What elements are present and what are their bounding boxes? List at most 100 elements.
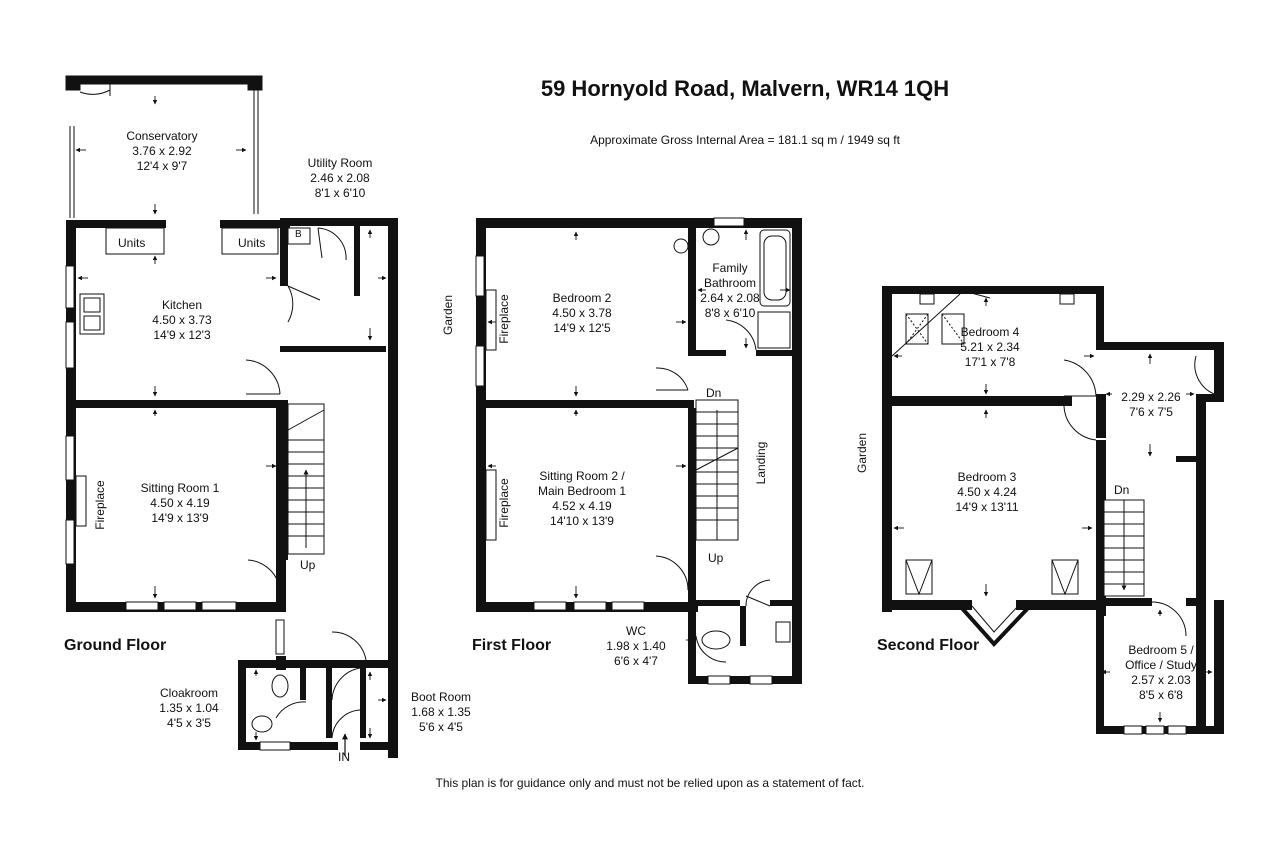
room-name: Family — [712, 261, 748, 275]
room-metric: 4.52 x 4.19 — [552, 499, 612, 513]
second-floor-plan — [882, 286, 1224, 735]
room-name: Bedroom 3 — [957, 470, 1017, 484]
room-imperial: 6'6 x 4'7 — [614, 654, 658, 668]
room-bedroom-2: Bedroom 2 4.50 x 3.78 14'9 x 12'5 — [524, 291, 640, 336]
room-unnamed-second: 2.29 x 2.26 7'6 x 7'5 — [1108, 390, 1194, 420]
room-metric: 1.35 x 1.04 — [159, 701, 219, 715]
second-floor-label: Second Floor — [877, 637, 980, 654]
conservatory-walls — [65, 75, 263, 218]
room-utility: Utility Room 2.46 x 2.08 8'1 x 6'10 — [290, 156, 390, 201]
room-metric: 2.64 x 2.08 — [700, 291, 760, 305]
ground-floor-stairs — [287, 403, 325, 555]
second-floor-stairs — [1103, 499, 1145, 597]
units-label-2: Units — [238, 236, 266, 250]
stairs-up-label-ground: Up — [300, 558, 316, 572]
room-name-2: Bathroom — [703, 276, 757, 290]
room-metric: 1.98 x 1.40 — [606, 639, 666, 653]
room-imperial: 8'5 x 6'8 — [1139, 688, 1183, 702]
first-floor-doors — [655, 319, 771, 663]
room-name: WC — [626, 624, 646, 638]
room-imperial: 14'9 x 13'11 — [955, 500, 1019, 514]
ground-floor-label: Ground Floor — [64, 637, 167, 654]
ground-dimension-arrows — [75, 96, 387, 741]
room-imperial: 14'9 x 13'9 — [151, 511, 209, 525]
disclaimer: This plan is for guidance only and must … — [435, 776, 865, 790]
fireplace-symbol-2 — [485, 469, 497, 541]
bedroom5-windows — [1123, 725, 1187, 735]
room-name: Cloakroom — [159, 686, 219, 700]
room-name: Sitting Room 2 / — [539, 469, 625, 483]
room-name: Conservatory — [126, 129, 198, 143]
room-imperial: 4'5 x 3'5 — [167, 716, 211, 730]
fireplace-label-first-2: Fireplace — [497, 478, 511, 528]
room-name: Bedroom 5 / — [1128, 643, 1194, 657]
first-floor-plan — [475, 217, 802, 685]
first-floor-stairs — [695, 399, 739, 541]
stairs-up-label-first: Up — [708, 551, 724, 565]
room-metric: 1.68 x 1.35 — [411, 705, 471, 719]
room-imperial: 17'1 x 7'8 — [964, 355, 1016, 369]
room-metric: 4.50 x 4.24 — [957, 485, 1017, 499]
fireplace-label-first-1: Fireplace — [497, 294, 511, 344]
room-bedroom-4: Bedroom 4 5.21 x 2.34 17'1 x 7'8 — [944, 325, 1036, 370]
property-address-title: 59 Hornyold Road, Malvern, WR14 1QH — [540, 76, 950, 101]
room-name: Sitting Room 1 — [140, 481, 220, 495]
room-metric: 4.50 x 4.19 — [150, 496, 210, 510]
stairs-dn-label-first: Dn — [706, 386, 722, 400]
room-metric: 5.21 x 2.34 — [960, 340, 1020, 354]
fireplace-symbol — [75, 475, 87, 527]
units-box-2 — [221, 227, 279, 255]
room-conservatory: Conservatory 3.76 x 2.92 12'4 x 9'7 — [104, 129, 220, 174]
room-imperial: 7'6 x 7'5 — [1129, 405, 1173, 419]
garden-label-second: Garden — [855, 432, 869, 474]
room-metric: 2.57 x 2.03 — [1131, 673, 1191, 687]
ground-floor-doors — [245, 227, 367, 739]
room-cloakroom: Cloakroom 1.35 x 1.04 4'5 x 3'5 — [146, 686, 232, 731]
room-family-bathroom: Family Bathroom 2.64 x 2.08 8'8 x 6'10 — [690, 261, 770, 321]
garden-label-first: Garden — [441, 294, 455, 336]
room-imperial: 14'9 x 12'5 — [553, 321, 611, 335]
room-imperial: 8'1 x 6'10 — [314, 186, 366, 200]
room-name: Kitchen — [161, 298, 203, 312]
room-metric: 3.76 x 2.92 — [132, 144, 192, 158]
room-imperial: 14'9 x 12'3 — [153, 328, 211, 342]
gross-internal-area: Approximate Gross Internal Area = 181.1 … — [590, 133, 900, 147]
hob-symbol — [79, 293, 105, 335]
room-imperial: 8'8 x 6'10 — [704, 306, 756, 320]
room-name-2: Main Bedroom 1 — [537, 484, 627, 498]
room-name: Bedroom 4 — [960, 325, 1020, 339]
room-imperial: 12'4 x 9'7 — [136, 159, 188, 173]
ground-floor-plan — [65, 75, 398, 758]
roof-windows — [891, 293, 1079, 596]
room-name: Boot Room — [410, 690, 472, 704]
room-metric: 4.50 x 3.73 — [152, 313, 212, 327]
room-imperial: 14'10 x 13'9 — [550, 514, 614, 528]
fireplace-label-ground: Fireplace — [93, 480, 107, 530]
second-floor-walls — [882, 286, 1224, 734]
second-dimension-arrows — [893, 297, 1213, 723]
first-floor-windows — [475, 217, 773, 685]
units-label-1: Units — [118, 236, 146, 250]
room-sitting-room-1: Sitting Room 1 4.50 x 4.19 14'9 x 13'9 — [122, 481, 238, 526]
bay-window — [958, 604, 1032, 647]
room-kitchen: Kitchen 4.50 x 3.73 14'9 x 12'3 — [124, 298, 240, 343]
bathroom-fixtures — [673, 228, 791, 650]
room-bedroom-5: Bedroom 5 / Office / Study 2.57 x 2.03 8… — [1108, 643, 1214, 703]
room-metric: 4.50 x 3.78 — [552, 306, 612, 320]
room-metric: 2.29 x 2.26 — [1121, 390, 1181, 404]
room-boot-room: Boot Room 1.68 x 1.35 5'6 x 4'5 — [398, 690, 484, 735]
first-floor-label: First Floor — [472, 637, 552, 654]
room-bedroom-3: Bedroom 3 4.50 x 4.24 14'9 x 13'11 — [934, 470, 1040, 515]
room-imperial: 5'6 x 4'5 — [419, 720, 463, 734]
boiler-box — [287, 227, 311, 245]
room-name: Bedroom 2 — [552, 291, 612, 305]
room-wc: WC 1.98 x 1.40 6'6 x 4'7 — [596, 624, 676, 669]
cloakroom-fixtures — [251, 674, 289, 733]
room-name-2: Office / Study — [1125, 658, 1197, 672]
units-box-1 — [105, 227, 165, 255]
ground-floor-windows — [65, 265, 291, 751]
fireplace-symbol-1 — [485, 289, 497, 351]
landing-label: Landing — [754, 441, 768, 485]
entrance-label: IN — [338, 750, 350, 764]
